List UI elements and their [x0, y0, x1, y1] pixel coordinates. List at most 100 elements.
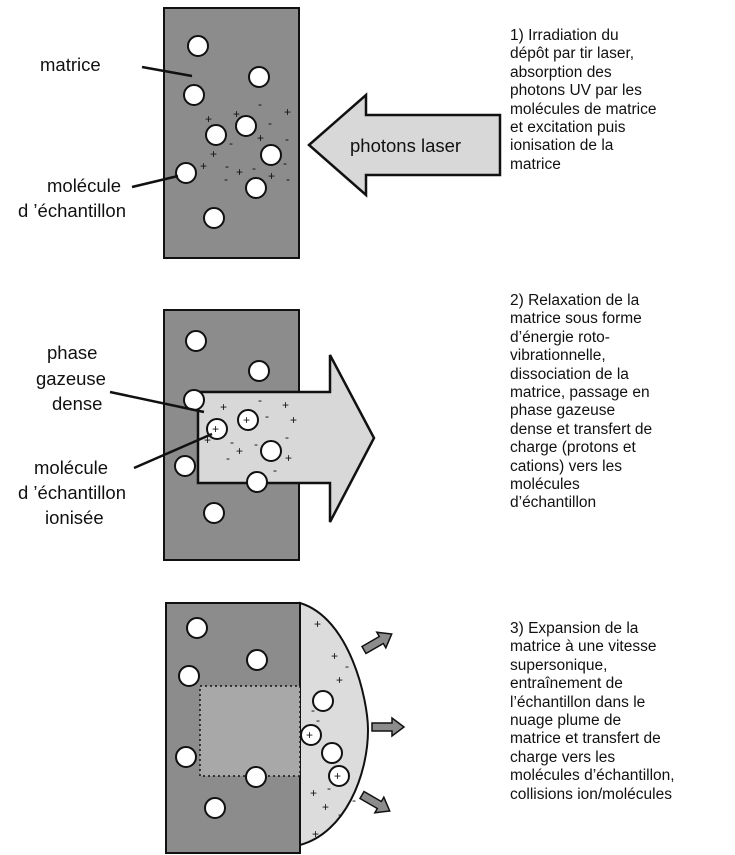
plus-charge: +	[257, 131, 264, 145]
label-matrix: matrice	[40, 54, 101, 75]
molecule	[248, 66, 270, 88]
molecule	[204, 797, 226, 819]
plus-charge: +	[282, 398, 289, 412]
pointer-line	[131, 174, 179, 189]
minus-charge: -	[258, 97, 262, 111]
expansion-arrow-right	[371, 716, 406, 738]
pointer-line	[109, 390, 205, 414]
step-3-description: 3) Expansion de la matrice à une vitesse…	[510, 620, 675, 803]
laser-photons-label: photons laser	[350, 135, 461, 156]
molecule	[245, 766, 267, 788]
ejection-arrow	[196, 354, 376, 523]
plus-charge: +	[243, 413, 250, 427]
plus-charge: +	[312, 827, 319, 841]
plus-charge: +	[334, 769, 341, 783]
label-ion-1: molécule	[34, 457, 108, 478]
molecule	[203, 207, 225, 229]
minus-charge: -	[230, 435, 234, 449]
minus-charge: -	[338, 807, 342, 821]
minus-charge: -	[254, 437, 258, 451]
expansion-arrow-down	[358, 790, 391, 814]
sample-molecule	[175, 162, 197, 184]
molecules	[175, 617, 350, 819]
minus-charge: -	[285, 132, 289, 146]
molecule	[187, 35, 209, 57]
molecule	[245, 177, 267, 199]
panel-1: photons laser + - + + - + - + - + - +	[18, 7, 502, 259]
minus-charge: -	[224, 172, 228, 186]
minus-charge: -	[283, 156, 287, 170]
plus-charge: +	[236, 444, 243, 458]
pointer-line	[133, 432, 213, 470]
minus-charge: -	[316, 713, 320, 727]
molecule	[178, 665, 200, 687]
minus-charge: -	[225, 159, 229, 173]
plus-charge: +	[290, 413, 297, 427]
molecule	[248, 360, 270, 382]
label-sample-molecule-1: molécule	[47, 175, 121, 196]
minus-charge: -	[268, 116, 272, 130]
ablated-region	[199, 685, 301, 777]
charges: + + + - + - + - + - + - - + -	[204, 393, 297, 477]
molecule	[203, 502, 225, 524]
panel-2: + + + - + - + - + - + - - + - phase gaze…	[18, 309, 376, 561]
panel-3: + + - + - - + + - + - + - +	[165, 601, 406, 854]
plume-molecule	[321, 742, 343, 764]
plus-charge: +	[306, 728, 313, 742]
label-phase-3: dense	[52, 393, 102, 414]
plume-molecule	[312, 690, 334, 712]
matrix-block	[163, 7, 300, 259]
minus-charge: -	[226, 451, 230, 465]
label-sample-molecule-2: d ’échantillon	[18, 200, 126, 221]
minus-charge: -	[252, 161, 256, 175]
label-ion-3: ionisée	[45, 507, 104, 528]
minus-charge: -	[285, 430, 289, 444]
laser-photons-arrow	[307, 92, 502, 198]
ionised-sample-molecule	[237, 409, 259, 431]
plus-charge: +	[205, 112, 212, 126]
molecule	[246, 649, 268, 671]
plus-charge: +	[210, 147, 217, 161]
plus-charge: +	[310, 786, 317, 800]
plus-charge: +	[212, 422, 219, 436]
plus-charge: +	[200, 159, 207, 173]
minus-charge: -	[229, 136, 233, 150]
plus-charge: +	[268, 169, 275, 183]
molecule	[183, 84, 205, 106]
minus-charge: -	[352, 793, 356, 807]
molecule	[246, 471, 268, 493]
charges: + + - + - - + + - + - + - +	[306, 617, 356, 841]
minus-charge: -	[286, 172, 290, 186]
molecules	[175, 35, 282, 229]
label-phase-1: phase	[47, 342, 97, 363]
plus-charge: +	[220, 400, 227, 414]
minus-charge: -	[345, 659, 349, 673]
molecules	[174, 330, 282, 524]
molecule	[260, 440, 282, 462]
label-phase-2: gazeuse	[36, 368, 106, 389]
plus-charge: +	[233, 107, 240, 121]
plus-charge: +	[336, 673, 343, 687]
minus-charge: -	[258, 393, 262, 407]
plus-charge: +	[314, 617, 321, 631]
molecule	[175, 746, 197, 768]
ionised-sample-molecule	[328, 765, 350, 787]
molecule	[205, 124, 227, 146]
plus-charge: +	[236, 165, 243, 179]
expansion-arrow-up	[360, 631, 393, 655]
molecule	[186, 617, 208, 639]
molecule	[183, 389, 205, 411]
plume	[299, 601, 370, 847]
minus-charge: -	[311, 703, 315, 717]
ionised-sample-molecule	[300, 724, 322, 746]
plus-charge: +	[284, 105, 291, 119]
plus-charge: +	[285, 451, 292, 465]
step-1-description: 1) Irradiation du dépôt par tir laser, a…	[510, 27, 657, 173]
label-ion-2: d ’échantillon	[18, 482, 126, 503]
molecule	[235, 115, 257, 137]
molecule	[174, 455, 196, 477]
minus-charge: -	[265, 409, 269, 423]
molecule	[185, 330, 207, 352]
charges: + - + + - + - + - + - + - - - + -	[200, 97, 291, 186]
